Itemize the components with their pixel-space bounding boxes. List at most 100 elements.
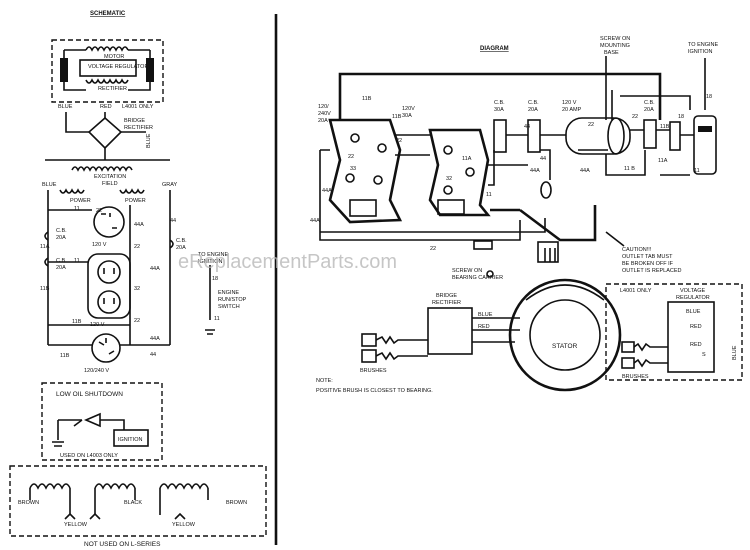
- l-series-leads: [29, 488, 209, 515]
- brush-pos-left: [361, 333, 377, 347]
- to-engine-d-1: TO ENGINE: [688, 42, 718, 48]
- dw-11a: 11A: [462, 156, 472, 162]
- w-44a: 44A: [150, 266, 160, 272]
- lead-bundle-clamp: [537, 241, 559, 263]
- dw-44a-c: 44A: [530, 168, 540, 174]
- blue-label: BLUE: [58, 104, 73, 110]
- screw-bearing-point: [486, 270, 494, 278]
- engine-switch-2: RUN/STOP: [218, 297, 247, 303]
- low-oil-box-outline: [41, 382, 163, 461]
- watermark: eReplacementParts.com: [178, 251, 397, 273]
- ignition-module: [693, 115, 717, 175]
- l4001-label: L4001 ONLY: [122, 104, 154, 110]
- stator-leads: [544, 248, 556, 262]
- excitation-label: EXCITATION: [94, 174, 126, 180]
- black-label: BLACK: [124, 500, 142, 506]
- w-11b-3: 11B: [60, 353, 70, 359]
- regulator-box: [667, 301, 715, 373]
- caution-2: OUTLET TAB MUST: [622, 254, 673, 260]
- w-11: 11: [74, 206, 80, 212]
- engine-switch-wire: [205, 265, 215, 335]
- w-18: 18: [212, 276, 218, 282]
- l-series-coils: [29, 483, 209, 490]
- field-label: FIELD: [102, 181, 118, 187]
- top-leads: [605, 56, 706, 120]
- voltage-regulator-label: VOLTAGE REGULATOR: [88, 64, 148, 70]
- screw-mount-1: SCREW ON: [600, 36, 630, 42]
- outlet-top: [97, 260, 121, 284]
- rectifier-coil: [85, 78, 129, 84]
- motor-coil: [85, 46, 129, 52]
- bridge-blue: BLUE: [478, 312, 493, 318]
- r2-term-1: [443, 145, 453, 155]
- r1-term-2: [377, 143, 387, 153]
- to-engine-1: TO ENGINE: [198, 252, 228, 258]
- gray-label: GRAY: [162, 182, 178, 188]
- engine-switch-1: ENGINE: [218, 290, 239, 296]
- stator-label: STATOR: [552, 343, 578, 350]
- cb2-b: 20A: [528, 107, 538, 113]
- bridge-leads: [472, 317, 520, 343]
- brown-left: BROWN: [18, 500, 39, 506]
- dw-11a-b: 11A: [658, 158, 668, 164]
- dw-32: 32: [446, 176, 452, 182]
- reg-blue2: BLUE: [732, 345, 738, 360]
- cb2-a: C.B.: [56, 258, 67, 264]
- r1-term-3: [345, 173, 355, 183]
- w-11b: 11B: [40, 286, 50, 292]
- cb4-body: [643, 119, 657, 149]
- schematic-branches: [48, 209, 130, 326]
- w-11-2: 11: [74, 258, 80, 264]
- bridge-rectifier-box: [427, 307, 473, 355]
- reg-red: RED: [690, 324, 702, 330]
- voltage-regulator-rect: [79, 59, 137, 77]
- motor-label: MOTOR: [104, 54, 124, 60]
- yellow-left: YELLOW: [64, 522, 88, 528]
- l-series-box-outline: [9, 465, 267, 537]
- dw-11b-b: 11B: [392, 114, 402, 120]
- dw-11b: 11B: [362, 96, 372, 102]
- low-oil-used-on: USED ON L4003 ONLY: [60, 453, 118, 459]
- cb1-a: C.B.: [494, 100, 505, 106]
- inline-connector: [473, 240, 493, 250]
- cb2-body: [527, 119, 541, 153]
- w-11-3: 11: [214, 316, 220, 322]
- dw-44-b: 44: [540, 156, 546, 162]
- v120-240-label: 120/240 V: [84, 368, 109, 374]
- rectifier-label: RECTIFIER: [98, 86, 127, 92]
- bridge-red: RED: [478, 324, 490, 330]
- r1-term-4: [373, 175, 383, 185]
- r2-b: 30A: [402, 113, 412, 119]
- dw-11-b: 11: [694, 168, 700, 174]
- r1-term-1: [350, 133, 360, 143]
- screw-bearing-1: SCREW ON: [452, 268, 482, 274]
- w-44: 44: [170, 218, 176, 224]
- blue-left-label: BLUE: [42, 182, 57, 188]
- brushes-left: BRUSHES: [360, 368, 387, 374]
- voltage-2: REGULATOR: [676, 295, 710, 301]
- dw-22-b: 22: [588, 122, 594, 128]
- ignition-terminal: [698, 126, 712, 132]
- dw-18: 18: [706, 94, 712, 100]
- cb1-body: [493, 119, 507, 153]
- cb3-b: 20 AMP: [562, 107, 582, 113]
- brush-right: [146, 58, 154, 82]
- excitation-coil: [71, 166, 133, 172]
- receptacle-1: [328, 118, 403, 224]
- power-right-label: POWER: [125, 198, 146, 204]
- low-oil-title: LOW OIL SHUTDOWN: [56, 391, 123, 398]
- stator-outer: [508, 278, 622, 392]
- twist-lock-receptacle: [93, 206, 125, 238]
- r1-b: 240V: [318, 111, 331, 117]
- caution-3: BE BROKEN OFF IF: [622, 261, 674, 267]
- l-series-terminals: [64, 512, 186, 520]
- brush-leads-right: [633, 342, 668, 368]
- r1-plate: [349, 199, 377, 217]
- cb1-b: 20A: [56, 235, 66, 241]
- dw-11b-d: 11 B: [624, 166, 635, 172]
- brown-right: BROWN: [226, 500, 247, 506]
- reg-red2: RED: [690, 342, 702, 348]
- duplex-receptacle: [87, 253, 131, 319]
- brush-leads-left: [375, 335, 428, 361]
- yellow-right: YELLOW: [172, 522, 196, 528]
